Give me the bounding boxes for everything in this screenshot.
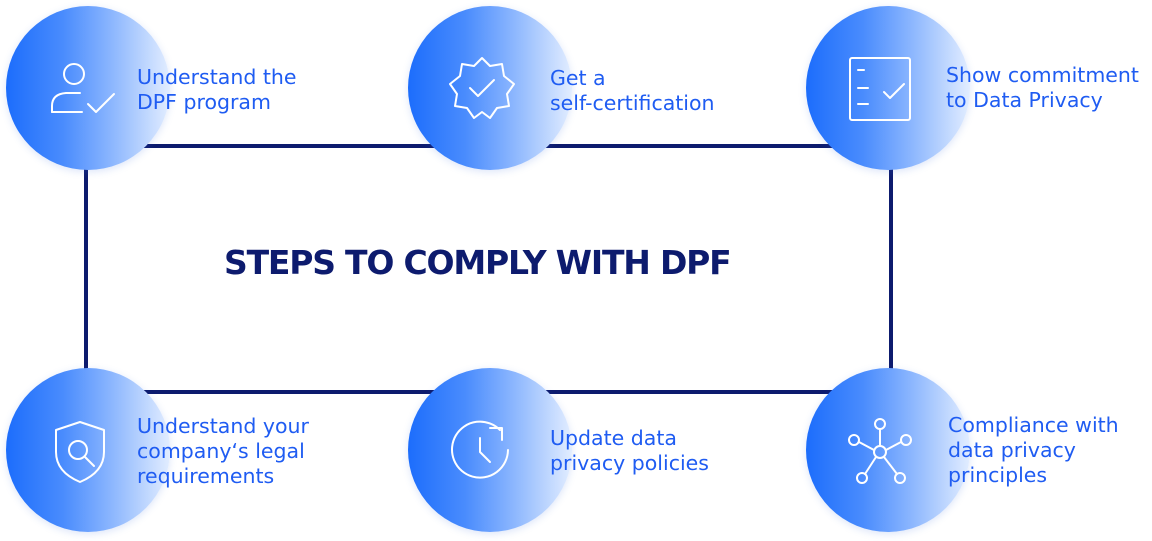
step-legal-requirements: Understand your company‘s legal requirem… xyxy=(6,368,346,538)
step-label: Show commitment to Data Privacy xyxy=(946,63,1139,112)
checklist-icon xyxy=(844,54,916,122)
network-icon xyxy=(844,416,916,484)
step-circle xyxy=(6,6,170,170)
step-label: Update data privacy policies xyxy=(550,426,709,475)
step-label: Understand the DPF program xyxy=(137,65,297,114)
user-check-icon xyxy=(44,54,116,122)
clock-refresh-icon xyxy=(446,416,518,484)
step-circle xyxy=(408,368,572,532)
diagram-title: STEPS TO COMPLY WITH DPF xyxy=(224,243,732,282)
badge-check-icon xyxy=(446,54,518,122)
step-understand-dpf: Understand the DPF program xyxy=(6,6,346,176)
step-update-policies: Update data privacy policies xyxy=(408,368,748,538)
step-label: Compliance with data privacy principles xyxy=(948,413,1119,487)
step-compliance-principles: Compliance with data privacy principles xyxy=(806,368,1146,538)
step-circle xyxy=(806,6,970,170)
step-show-commitment: Show commitment to Data Privacy xyxy=(806,6,1146,176)
step-label: Understand your company‘s legal requirem… xyxy=(137,414,309,488)
shield-search-icon xyxy=(44,416,116,484)
step-self-certification: Get a self-certification xyxy=(408,6,748,176)
step-circle xyxy=(408,6,572,170)
step-label: Get a self-certification xyxy=(550,66,715,115)
